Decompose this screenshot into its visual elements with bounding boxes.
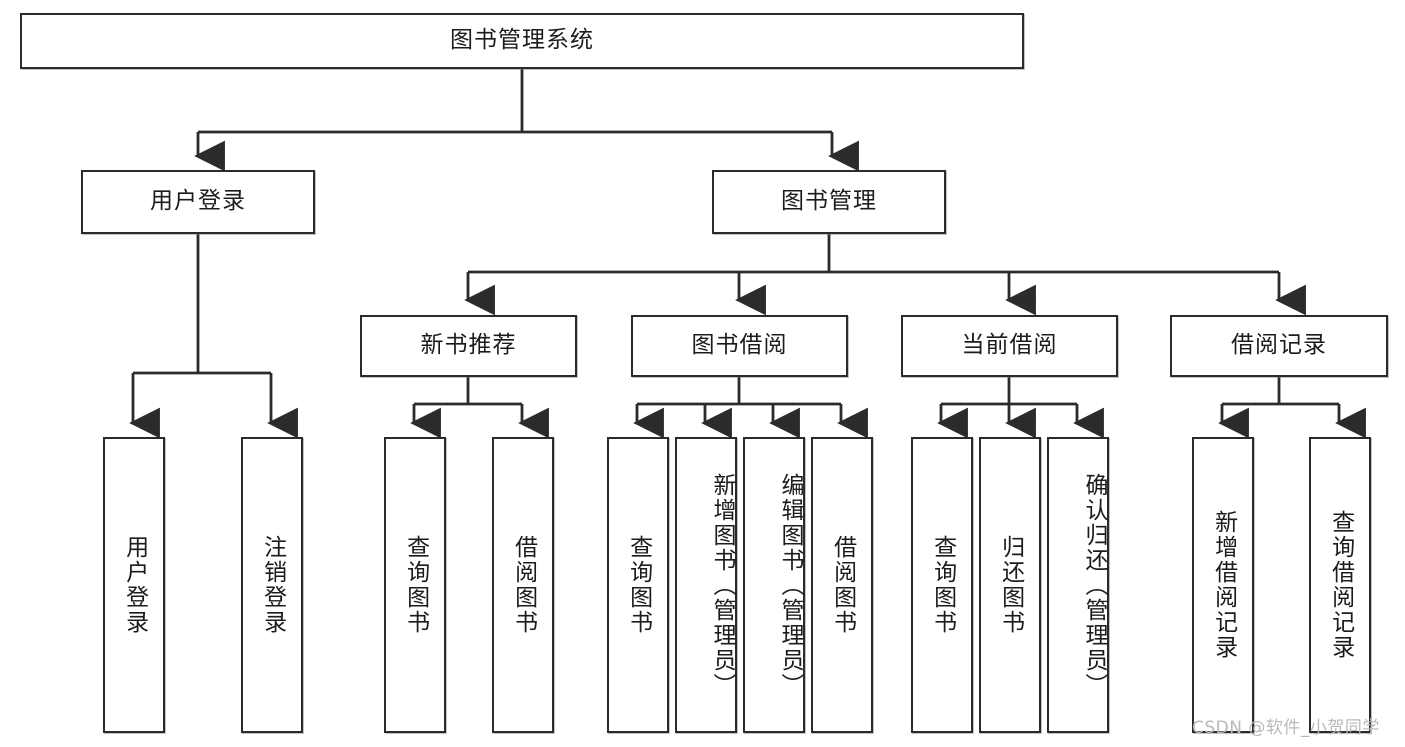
node-leaf-query-book-1[interactable]: 查询图书 — [384, 437, 446, 733]
node-label: 查询图书 — [402, 535, 429, 635]
node-label: 新书推荐 — [420, 332, 517, 359]
node-label: 借阅图书 — [829, 535, 856, 635]
node-label: 借阅图书 — [510, 535, 537, 635]
node-label: 查询图书 — [929, 535, 956, 635]
node-label: 查询图书 — [625, 535, 652, 635]
node-label: 当前借阅 — [961, 332, 1058, 359]
node-borrow-record[interactable]: 借阅记录 — [1170, 315, 1388, 377]
node-new-book-recommend[interactable]: 新书推荐 — [360, 315, 577, 377]
node-root-book-management-system[interactable]: 图书管理系统 — [20, 13, 1024, 69]
node-label: 图书管理系统 — [450, 27, 594, 54]
node-label: 借阅记录 — [1231, 332, 1327, 359]
node-leaf-query-borrow-record[interactable]: 查询借阅记录 — [1309, 437, 1371, 733]
node-label: 编辑图书（管理员） — [777, 472, 803, 698]
node-book-management[interactable]: 图书管理 — [712, 170, 946, 234]
node-label: 注销登录 — [259, 535, 286, 635]
node-leaf-logout-login[interactable]: 注销登录 — [241, 437, 303, 733]
node-leaf-add-book-admin[interactable]: 新增图书（管理员） — [675, 437, 737, 733]
node-leaf-user-login[interactable]: 用户登录 — [103, 437, 165, 733]
node-leaf-query-book-2[interactable]: 查询图书 — [607, 437, 669, 733]
node-leaf-query-book-3[interactable]: 查询图书 — [911, 437, 973, 733]
node-label: 查询借阅记录 — [1327, 510, 1354, 660]
node-label: 确认归还（管理员） — [1081, 472, 1107, 698]
node-leaf-borrow-book-2[interactable]: 借阅图书 — [811, 437, 873, 733]
node-leaf-confirm-return-admin[interactable]: 确认归还（管理员） — [1047, 437, 1109, 733]
node-label: 图书借阅 — [691, 332, 788, 359]
node-label: 新增借阅记录 — [1210, 510, 1237, 660]
node-leaf-return-book[interactable]: 归还图书 — [979, 437, 1041, 733]
node-label: 图书管理 — [781, 188, 877, 215]
node-label: 新增图书（管理员） — [709, 472, 735, 698]
node-user-login[interactable]: 用户登录 — [81, 170, 315, 234]
node-current-borrow[interactable]: 当前借阅 — [901, 315, 1118, 377]
node-leaf-borrow-book-1[interactable]: 借阅图书 — [492, 437, 554, 733]
node-leaf-add-borrow-record[interactable]: 新增借阅记录 — [1192, 437, 1254, 733]
node-label: 用户登录 — [121, 535, 148, 635]
node-label: 用户登录 — [150, 188, 246, 215]
node-label: 归还图书 — [997, 535, 1024, 635]
node-leaf-edit-book-admin[interactable]: 编辑图书（管理员） — [743, 437, 805, 733]
node-book-borrow[interactable]: 图书借阅 — [631, 315, 848, 377]
csdn-watermark: CSDN @软件_小贺同学 — [1192, 718, 1380, 738]
